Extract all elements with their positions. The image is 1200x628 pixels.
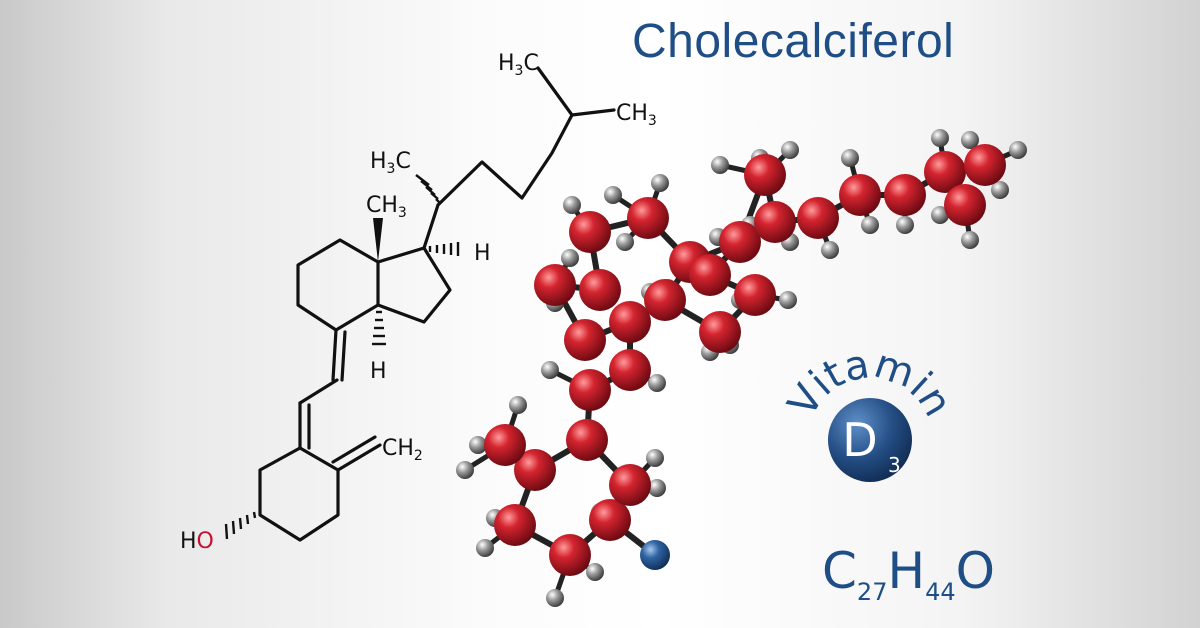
carbon-atom [564, 319, 606, 361]
label-ch2: CH2 [382, 436, 423, 464]
molecular-formula: C27H44O [822, 542, 995, 606]
hydrogen-atom [821, 241, 839, 259]
hydrogen-atom [476, 539, 494, 557]
carbon-atom [699, 311, 741, 353]
carbon-atom [484, 424, 526, 466]
carbon-atom [884, 174, 926, 216]
label-hydroxyl: HO [180, 529, 214, 554]
carbon-atom [566, 419, 608, 461]
oxygen-atom [640, 540, 670, 570]
badge-subscript: 3 [888, 453, 901, 477]
carbon-atom [754, 201, 796, 243]
label-ch3-top: CH3 [616, 101, 657, 129]
hydrogen-atom [541, 361, 559, 379]
hydrogen-atom [961, 231, 979, 249]
hydrogen-atom [961, 131, 979, 149]
label-h3c-mid: H3C [370, 149, 411, 177]
hydrogen-atom [861, 216, 879, 234]
hydrogen-atom [646, 449, 664, 467]
hydrogen-atom [1009, 141, 1027, 159]
hydrogen-atom [648, 479, 666, 497]
hydrogen-atom [896, 216, 914, 234]
hashed-bonds [224, 174, 460, 540]
carbon-atom [579, 269, 621, 311]
carbon-atom [609, 349, 651, 391]
carbon-atom [797, 197, 839, 239]
hydrogen-atom [604, 186, 622, 204]
carbon-atom [744, 154, 786, 196]
badge-letter: D [842, 413, 877, 467]
label-h3c-top: H3C [498, 51, 539, 79]
carbon-atom [589, 499, 631, 541]
page-title: Cholecalciferol [632, 15, 955, 68]
skeletal-formula [258, 66, 616, 542]
carbon-atom [514, 449, 556, 491]
carbon-atom [609, 464, 651, 506]
hydrogen-atom [546, 589, 564, 607]
hydrogen-atom [931, 206, 949, 224]
vitamin-d3-badge: Vitamin D 3 [779, 341, 961, 482]
hydrogen-atom [509, 396, 527, 414]
label-ch3-mid: CH3 [366, 193, 407, 221]
carbon-atom [964, 144, 1006, 186]
carbon-atom [609, 301, 651, 343]
carbon-atom [644, 279, 686, 321]
carbon-atom [689, 254, 731, 296]
structure-labels: H3C CH3 H3C CH3 H H CH2 HO [180, 51, 657, 554]
badge-circle [828, 398, 912, 482]
carbon-atom [719, 221, 761, 263]
hydrogen-atom [711, 156, 729, 174]
hydrogen-atom [779, 291, 797, 309]
hydrogen-atom [563, 196, 581, 214]
carbon-atom [944, 184, 986, 226]
hydrogen-atom [456, 461, 474, 479]
carbon-atom [627, 197, 669, 239]
label-h-bottom: H [370, 359, 387, 384]
carbon-atom [549, 534, 591, 576]
carbon-atom [569, 211, 611, 253]
hydrogen-atom [781, 141, 799, 159]
hydrogen-atom [561, 249, 579, 267]
label-h-right: H [474, 241, 491, 266]
carbon-atom [569, 369, 611, 411]
hydrogen-atom [586, 563, 604, 581]
hydrogen-atom [841, 149, 859, 167]
hydrogen-atom [469, 436, 487, 454]
hydrogen-atom [648, 374, 666, 392]
hydrogen-atom [616, 233, 634, 251]
ball-and-stick-model [456, 129, 1027, 607]
hydrogen-atom [651, 174, 669, 192]
carbon-atom [839, 174, 881, 216]
hydrogen-atom [991, 181, 1009, 199]
carbon-atom [494, 504, 536, 546]
hydrogen-atom [931, 129, 949, 147]
carbon-atom [534, 264, 576, 306]
carbon-atom [924, 151, 966, 193]
carbon-atom [734, 274, 776, 316]
